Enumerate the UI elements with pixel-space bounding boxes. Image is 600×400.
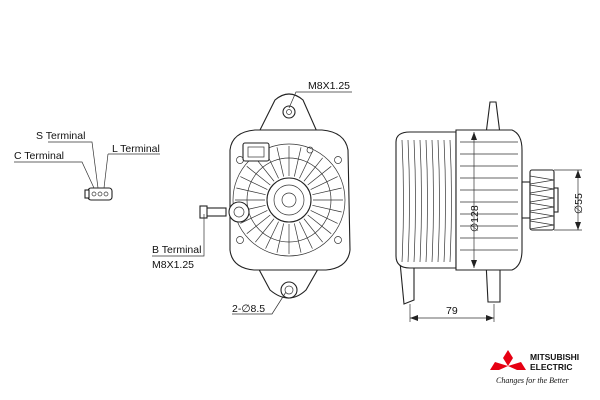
vent-rib xyxy=(299,151,313,179)
pulley-groove xyxy=(529,220,555,230)
vent-rib xyxy=(240,210,268,224)
brand-name-line1: MITSUBISHI xyxy=(530,352,579,362)
vent-rib xyxy=(246,214,271,234)
body-diameter-dim xyxy=(471,132,477,268)
rear-fin xyxy=(401,139,404,263)
pulley-diameter-label: ∅55 xyxy=(573,193,585,214)
vent-rib xyxy=(246,166,271,186)
vent-rib xyxy=(299,221,313,249)
vent-rib xyxy=(265,221,279,249)
c-terminal-label: C Terminal xyxy=(14,150,64,162)
vent-rib xyxy=(236,187,266,196)
body-diameter-label: ∅128 xyxy=(469,205,481,232)
rear-fins xyxy=(401,139,452,263)
vent-rib xyxy=(255,218,275,243)
length-label: 79 xyxy=(446,305,458,317)
rear-fin xyxy=(407,139,410,263)
top-thread-label: M8X1.25 xyxy=(308,80,350,92)
rear-fin xyxy=(425,139,428,263)
s-terminal-label: S Terminal xyxy=(36,130,85,142)
rear-fin xyxy=(419,139,422,263)
side-view xyxy=(395,101,559,305)
vent-rib xyxy=(293,223,302,253)
pulley-groove xyxy=(529,175,555,185)
connector-plug xyxy=(84,187,113,201)
l-terminal-label: L Terminal xyxy=(112,143,160,155)
vent-rib xyxy=(293,147,302,177)
vent-ribs xyxy=(235,146,343,254)
brand-slogan: Changes for the Better xyxy=(496,376,570,385)
b-thread-label: M8X1.25 xyxy=(152,259,194,271)
vent-rib xyxy=(276,223,285,253)
connector-leaders xyxy=(14,141,160,189)
vent-rib xyxy=(240,176,268,190)
vent-rib xyxy=(255,157,275,182)
length-dim xyxy=(409,304,495,322)
vent-rib xyxy=(307,214,332,234)
brand-name-line2: ELECTRIC xyxy=(530,362,573,372)
rear-fin xyxy=(449,139,452,263)
vent-rib xyxy=(312,204,342,213)
vent-rib xyxy=(312,187,342,196)
b-terminal-label: B Terminal xyxy=(152,244,201,256)
rear-fin xyxy=(413,139,416,263)
vent-rib xyxy=(303,157,323,182)
rear-fin xyxy=(437,139,440,263)
vent-rib xyxy=(310,210,338,224)
vent-rib xyxy=(276,147,285,177)
pulley-groove xyxy=(529,211,555,221)
pulley-diameter-dim xyxy=(554,169,582,231)
front-view xyxy=(199,93,351,299)
vent-rib xyxy=(307,166,332,186)
rear-fin xyxy=(431,139,434,263)
rear-fin xyxy=(443,139,446,263)
front-fins xyxy=(460,141,518,251)
vent-rib xyxy=(310,176,338,190)
front-view-leaders xyxy=(152,91,352,315)
three-diamonds-icon xyxy=(490,350,526,370)
mount-hole-label: 2-∅8.5 xyxy=(232,303,265,315)
mitsubishi-logo: MITSUBISHI ELECTRIC Changes for the Bett… xyxy=(490,350,579,385)
vent-rib xyxy=(303,218,323,243)
